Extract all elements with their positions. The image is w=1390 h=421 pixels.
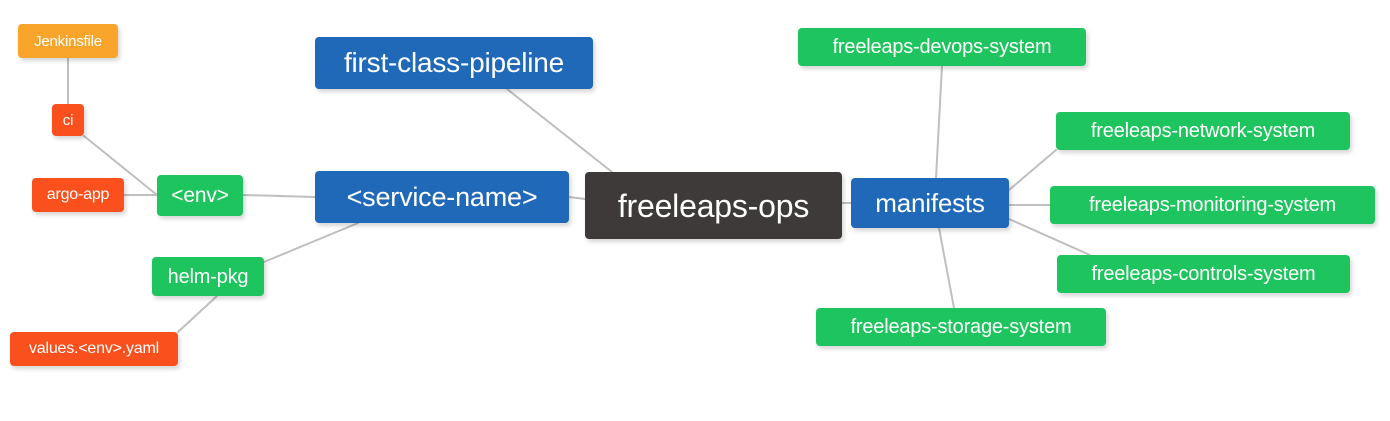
- node-helm-pkg[interactable]: helm-pkg: [152, 257, 264, 296]
- node-argo-app[interactable]: argo-app: [32, 178, 124, 212]
- edge-first-class-pipeline-to-freeleaps-ops: [506, 88, 613, 173]
- node-jenkinsfile[interactable]: Jenkinsfile: [18, 24, 118, 58]
- node-freeleaps-network-system[interactable]: freeleaps-network-system: [1056, 112, 1350, 150]
- node-freeleaps-devops-system[interactable]: freeleaps-devops-system: [798, 28, 1086, 66]
- edge-env-to-service-name: [242, 194, 316, 198]
- edge-manifests-to-freeleaps-controls-system: [1008, 218, 1091, 256]
- edge-values-env-yaml-to-helm-pkg: [177, 295, 218, 333]
- edge-manifests-to-freeleaps-storage-system: [938, 227, 955, 309]
- node-manifests[interactable]: manifests: [851, 178, 1009, 228]
- node-env[interactable]: <env>: [157, 175, 243, 216]
- node-freeleaps-ops[interactable]: freeleaps-ops: [585, 172, 842, 239]
- edge-helm-pkg-to-service-name: [263, 222, 359, 263]
- node-freeleaps-storage-system[interactable]: freeleaps-storage-system: [816, 308, 1106, 346]
- node-values-env-yaml[interactable]: values.<env>.yaml: [10, 332, 178, 366]
- edge-service-name-to-freeleaps-ops: [568, 196, 586, 200]
- edge-manifests-to-freeleaps-devops-system: [935, 65, 943, 179]
- node-freeleaps-monitoring-system[interactable]: freeleaps-monitoring-system: [1050, 186, 1375, 224]
- node-freeleaps-controls-system[interactable]: freeleaps-controls-system: [1057, 255, 1350, 293]
- node-service-name[interactable]: <service-name>: [315, 171, 569, 223]
- node-ci[interactable]: ci: [52, 104, 84, 136]
- edge-manifests-to-freeleaps-network-system: [1008, 149, 1057, 191]
- node-first-class-pipeline[interactable]: first-class-pipeline: [315, 37, 593, 89]
